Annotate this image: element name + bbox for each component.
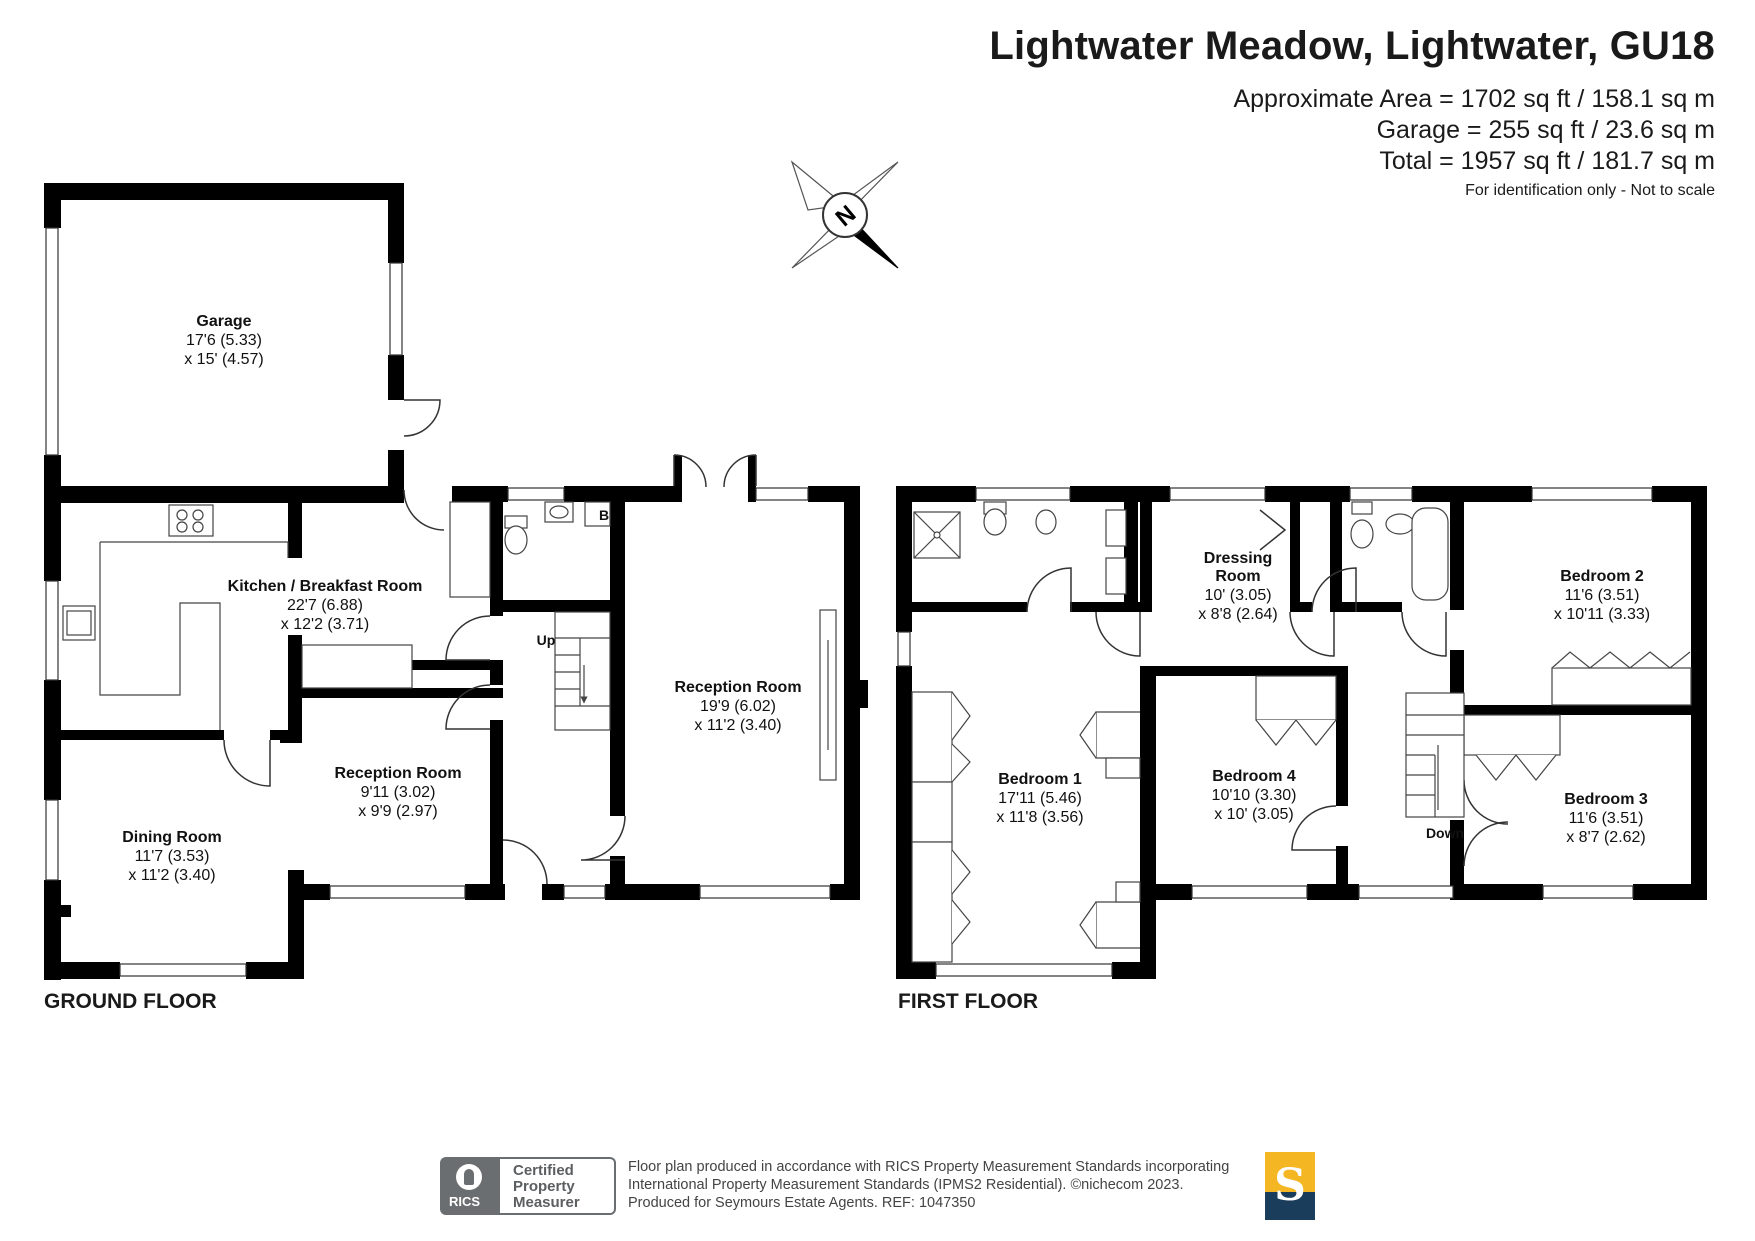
kitchen-dim1: 22'7 (6.88) xyxy=(287,597,363,614)
north-compass-icon: N xyxy=(790,160,899,269)
rics-line2: Property xyxy=(513,1178,575,1195)
seymours-logo: S xyxy=(1265,1152,1315,1220)
reception-large-dim2: x 11'2 (3.40) xyxy=(694,717,781,734)
footer-line2: International Property Measurement Stand… xyxy=(628,1177,1184,1193)
ground-stairs-icon xyxy=(554,611,611,731)
bedroom2-dim1: 11'6 (3.51) xyxy=(1565,587,1640,604)
ground-floor-doors xyxy=(223,399,757,885)
double-basin-icon xyxy=(1105,509,1127,547)
first-floor-fixtures xyxy=(911,501,1692,963)
bedroom1-dim1: 17'11 (5.46) xyxy=(998,790,1082,807)
reception-large-name: Reception Room xyxy=(674,679,801,696)
wc-icon xyxy=(504,525,528,555)
total-area: Total = 1957 sq ft / 181.7 sq m xyxy=(1379,147,1715,175)
approximate-area: Approximate Area = 1702 sq ft / 158.1 sq… xyxy=(1233,85,1715,113)
bedroom3-dim2: x 8'7 (2.62) xyxy=(1566,829,1646,846)
dressing-dim2: x 8'8 (2.64) xyxy=(1198,606,1278,623)
seymours-logo-letter: S xyxy=(1274,1160,1306,1211)
reception-small-name: Reception Room xyxy=(334,765,461,782)
kitchen-name: Kitchen / Breakfast Room xyxy=(228,578,423,595)
dressing-name2: Room xyxy=(1215,568,1260,585)
ground-floor-fixtures xyxy=(62,501,837,781)
property-title: Lightwater Meadow, Lightwater, GU18 xyxy=(989,24,1715,68)
bedroom2-name: Bedroom 2 xyxy=(1560,568,1644,585)
ground-floor-windows xyxy=(45,227,831,977)
first-floor-label: FIRST FLOOR xyxy=(898,990,1038,1013)
garage-area: Garage = 255 sq ft / 23.6 sq m xyxy=(1376,116,1715,144)
footer-line3: Produced for Seymours Estate Agents. REF… xyxy=(628,1195,976,1211)
ground-floor-walls xyxy=(44,183,868,980)
bedroom4-dim2: x 10' (3.05) xyxy=(1214,806,1294,823)
bath-icon xyxy=(1411,507,1449,601)
reception-small-dim1: 9'11 (3.02) xyxy=(361,784,436,801)
dressing-dim1: 10' (3.05) xyxy=(1204,587,1271,604)
basin-icon xyxy=(1385,513,1415,535)
rics-logo: RICS xyxy=(440,1157,500,1215)
dining-dim1: 11'7 (3.53) xyxy=(135,848,210,865)
footer-line1: Floor plan produced in accordance with R… xyxy=(628,1159,1230,1175)
rics-line1: Certified xyxy=(513,1162,574,1179)
dining-dim2: x 11'2 (3.40) xyxy=(128,867,215,884)
ground-stairs-label: Up xyxy=(537,632,556,648)
rics-certified-text: Certified Property Measurer xyxy=(500,1157,616,1215)
garage-dim1: 17'6 (5.33) xyxy=(186,332,262,349)
rics-text: RICS xyxy=(449,1194,481,1209)
kitchen-dim2: x 12'2 (3.71) xyxy=(281,616,369,633)
first-floor-walls xyxy=(896,486,1707,979)
reception-small-dim2: x 9'9 (2.97) xyxy=(358,803,438,820)
rics-line3: Measurer xyxy=(513,1194,580,1211)
bedroom4-dim1: 10'10 (3.30) xyxy=(1212,787,1297,804)
bedroom1-name: Bedroom 1 xyxy=(998,771,1082,788)
garage-name: Garage xyxy=(196,313,251,330)
bedroom3-dim1: 11'6 (3.51) xyxy=(1569,810,1644,827)
rics-certified-badge: RICS Certified Property Measurer xyxy=(440,1157,618,1215)
footer-notes: Floor plan produced in accordance with R… xyxy=(628,1158,1229,1212)
first-floor-doors xyxy=(1026,509,1509,867)
boiler-label: B xyxy=(599,507,609,523)
dining-name: Dining Room xyxy=(122,829,222,846)
reception-large-dim1: 19'9 (6.02) xyxy=(700,698,776,715)
bedroom1-dim2: x 11'8 (3.56) xyxy=(996,809,1083,826)
ground-room-labels: Garage 17'6 (5.33) x 15' (4.57) Kitchen … xyxy=(122,313,801,884)
basin-icon xyxy=(1035,509,1057,535)
first-room-labels: Bedroom 1 17'11 (5.46) x 11'8 (3.56) Dre… xyxy=(996,550,1650,846)
first-floor-windows xyxy=(897,487,1653,977)
bedroom4-name: Bedroom 4 xyxy=(1212,768,1296,785)
bedroom3-name: Bedroom 3 xyxy=(1564,791,1648,808)
ground-floor-label: GROUND FLOOR xyxy=(44,990,217,1013)
dressing-name1: Dressing xyxy=(1204,550,1272,567)
first-stairs-label: Down xyxy=(1426,825,1464,841)
scale-disclaimer: For identification only - Not to scale xyxy=(1465,182,1715,199)
garage-dim2: x 15' (4.57) xyxy=(184,351,264,368)
hob-icon xyxy=(168,504,214,537)
bedroom2-dim2: x 10'11 (3.33) xyxy=(1554,606,1650,623)
wc-icon xyxy=(1350,519,1374,549)
rics-lion-icon xyxy=(456,1164,482,1190)
